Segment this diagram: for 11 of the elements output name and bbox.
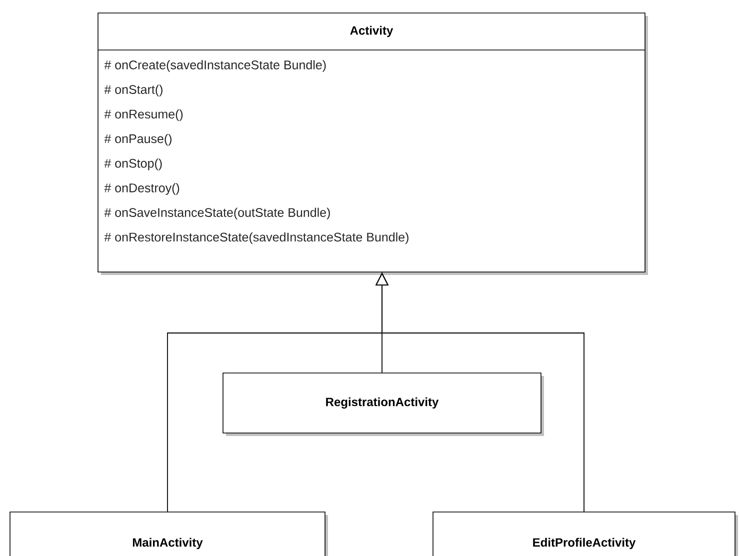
method-text: # onSaveInstanceState(outState Bundle) bbox=[104, 208, 330, 220]
method-text: # onRestoreInstanceState(savedInstanceState Bundle) bbox=[104, 232, 408, 244]
method-text: # onResume() bbox=[104, 109, 183, 122]
method-text: # onCreate(savedInstanceState Bundle) bbox=[104, 60, 326, 72]
method-text: # onStop() bbox=[104, 158, 162, 170]
class-box: RegistrationActivity bbox=[222, 372, 544, 436]
method-text: # onDestroy() bbox=[104, 183, 180, 195]
class-box: EditProfileActivity bbox=[432, 512, 738, 556]
method-text: # onPause() bbox=[104, 134, 172, 146]
method-text: # onStart() bbox=[104, 84, 162, 96]
class-box: MainActivity bbox=[10, 512, 328, 556]
